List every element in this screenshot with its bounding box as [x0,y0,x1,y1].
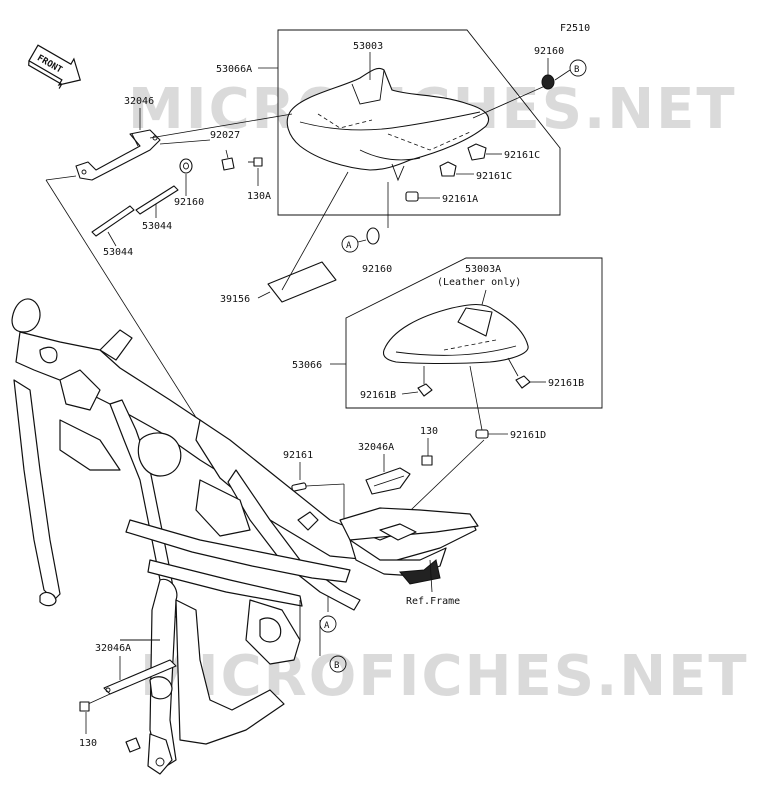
damper-92161D [475,429,489,439]
label-32046A-mid: 32046A [358,442,394,453]
figure-code: F2510 [560,23,590,34]
rider-seat [286,67,490,182]
watermark-bottom: MICROFICHES.NET [140,644,749,709]
ref-a-top-text: A [346,241,352,251]
ref-a-bottom-text: A [324,621,330,631]
label-92161B-right: 92161B [548,378,584,389]
label-53003: 53003 [353,41,383,52]
bracket-32046 [75,129,161,181]
seat-cowl-53066 [382,303,529,365]
front-arrow-icon: FRONT [28,44,82,89]
ref-b-bottom-text: B [334,661,339,671]
damper-92161B-right [515,375,531,389]
bolt-130-low [79,701,90,712]
label-53044-b: 53044 [142,221,172,232]
ref-marker-a-top [341,235,359,253]
label-32046: 32046 [124,96,154,107]
rod-53044-b [135,185,179,215]
ref-marker-b-top [569,59,587,77]
label-92161C-2: 92161C [476,171,512,182]
label-92161A: 92161A [442,194,478,205]
rod-53044-a [91,205,135,237]
label-39156: 39156 [220,294,250,305]
ref-marker-b-bottom [329,655,347,673]
ref-frame-label: Ref.Frame [406,596,460,607]
damper-92161A [405,191,419,202]
label-92160-top: 92160 [534,46,564,57]
label-53066: 53066 [292,360,322,371]
bolt-130A [248,157,263,167]
ref-b-top-text: B [574,65,579,75]
label-53044-a: 53044 [103,247,133,258]
bolt-130-mid [421,455,433,466]
seat-group-box [277,29,561,216]
label-92160-mid: 92160 [362,264,392,275]
damper-92161C-1 [467,143,487,161]
caution-label-39156 [267,261,337,303]
label-92161C-1: 92161C [504,150,540,161]
label-53003A: 53003A [465,264,501,275]
label-92027: 92027 [210,130,240,141]
damper-92161B-left [417,383,433,397]
collar-92027 [221,157,235,171]
grommet-92160-left [179,158,193,174]
label-130-mid: 130 [420,426,438,437]
damper-92161C-2 [439,161,457,177]
label-53066A: 53066A [216,64,252,75]
label-32046A-low: 32046A [95,643,131,654]
grommet-92160-mid [366,227,380,245]
label-92161D: 92161D [510,430,546,441]
label-130-low: 130 [79,738,97,749]
label-130A: 130A [247,191,271,202]
damper-92161 [291,482,307,492]
seat-cover-group-box [345,257,603,409]
leather-only-note: (Leather only) [437,277,521,288]
bracket-32046A-mid [365,467,411,495]
label-92161: 92161 [283,450,313,461]
label-92160-left: 92160 [174,197,204,208]
label-92161B-left: 92161B [360,390,396,401]
bracket-32046A-low [103,659,177,695]
